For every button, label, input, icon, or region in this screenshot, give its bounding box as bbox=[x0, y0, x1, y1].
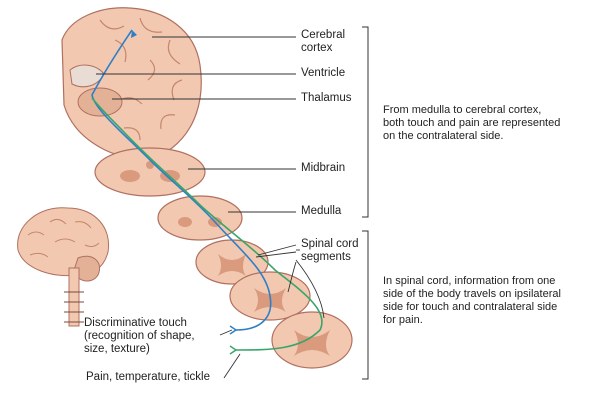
touch-arrow bbox=[131, 30, 137, 38]
inset-spinal-cord bbox=[68, 267, 80, 327]
label-midbrain: Midbrain bbox=[301, 162, 346, 174]
label-spinal-cord-line-2: segments bbox=[301, 251, 351, 263]
inset-nerves bbox=[64, 291, 84, 323]
upper-bracket bbox=[362, 26, 369, 218]
touch-receptor bbox=[229, 325, 238, 335]
touch-pathway bbox=[91, 29, 272, 331]
brain-inset bbox=[17, 207, 110, 327]
cerebrum-section bbox=[61, 7, 202, 158]
midbrain-section bbox=[94, 147, 206, 197]
label-pain-temperature: Pain, temperature, tickle bbox=[86, 371, 211, 383]
note-lower-line-3: side for touch and contralateral side bbox=[383, 301, 558, 313]
label-touch-line-3: size, texture) bbox=[84, 343, 150, 355]
lower-bracket bbox=[362, 230, 369, 380]
label-cerebral-cortex-line-1: Cerebral bbox=[301, 29, 346, 41]
pointer-lines bbox=[96, 36, 325, 379]
label-spinal-cord-segments: Spinal cord segments bbox=[301, 238, 359, 264]
spinal-segment-3 bbox=[271, 311, 353, 369]
label-thalamus: Thalamus bbox=[301, 92, 352, 104]
note-lower: In spinal cord, information from one sid… bbox=[383, 275, 561, 327]
note-upper-line-1: From medulla to cerebral cortex, bbox=[383, 104, 542, 116]
label-medulla: Medulla bbox=[301, 205, 342, 217]
pain-receptor bbox=[229, 345, 238, 355]
thalamus-shape bbox=[77, 87, 123, 117]
label-touch-line-2: (recognition of shape, bbox=[84, 330, 195, 342]
pain-pathway bbox=[91, 97, 323, 351]
cortex-outline bbox=[61, 7, 202, 158]
medulla-section bbox=[157, 195, 243, 241]
label-spinal-cord-line-1: Spinal cord bbox=[301, 238, 359, 250]
cortex-gyri bbox=[99, 17, 183, 141]
label-cerebral-cortex: Cerebral cortex bbox=[301, 29, 345, 55]
note-lower-line-4: for pain. bbox=[383, 314, 423, 326]
label-touch-line-1: Discriminative touch bbox=[84, 317, 187, 329]
spinal-segment-1 bbox=[195, 239, 269, 285]
label-cerebral-cortex-line-2: cortex bbox=[301, 42, 333, 54]
label-ventricle: Ventricle bbox=[301, 67, 346, 79]
note-lower-line-1: In spinal cord, information from one bbox=[383, 275, 556, 287]
inset-gyri bbox=[27, 218, 100, 258]
note-upper: From medulla to cerebral cortex, both to… bbox=[383, 104, 560, 143]
label-discriminative-touch: Discriminative touch (recognition of sha… bbox=[84, 317, 195, 356]
note-upper-line-2: both touch and pain are represented bbox=[383, 117, 561, 129]
note-lower-line-2: side of the body travels on ipsilateral bbox=[383, 288, 561, 300]
note-upper-line-3: on the contralateral side. bbox=[383, 130, 504, 142]
